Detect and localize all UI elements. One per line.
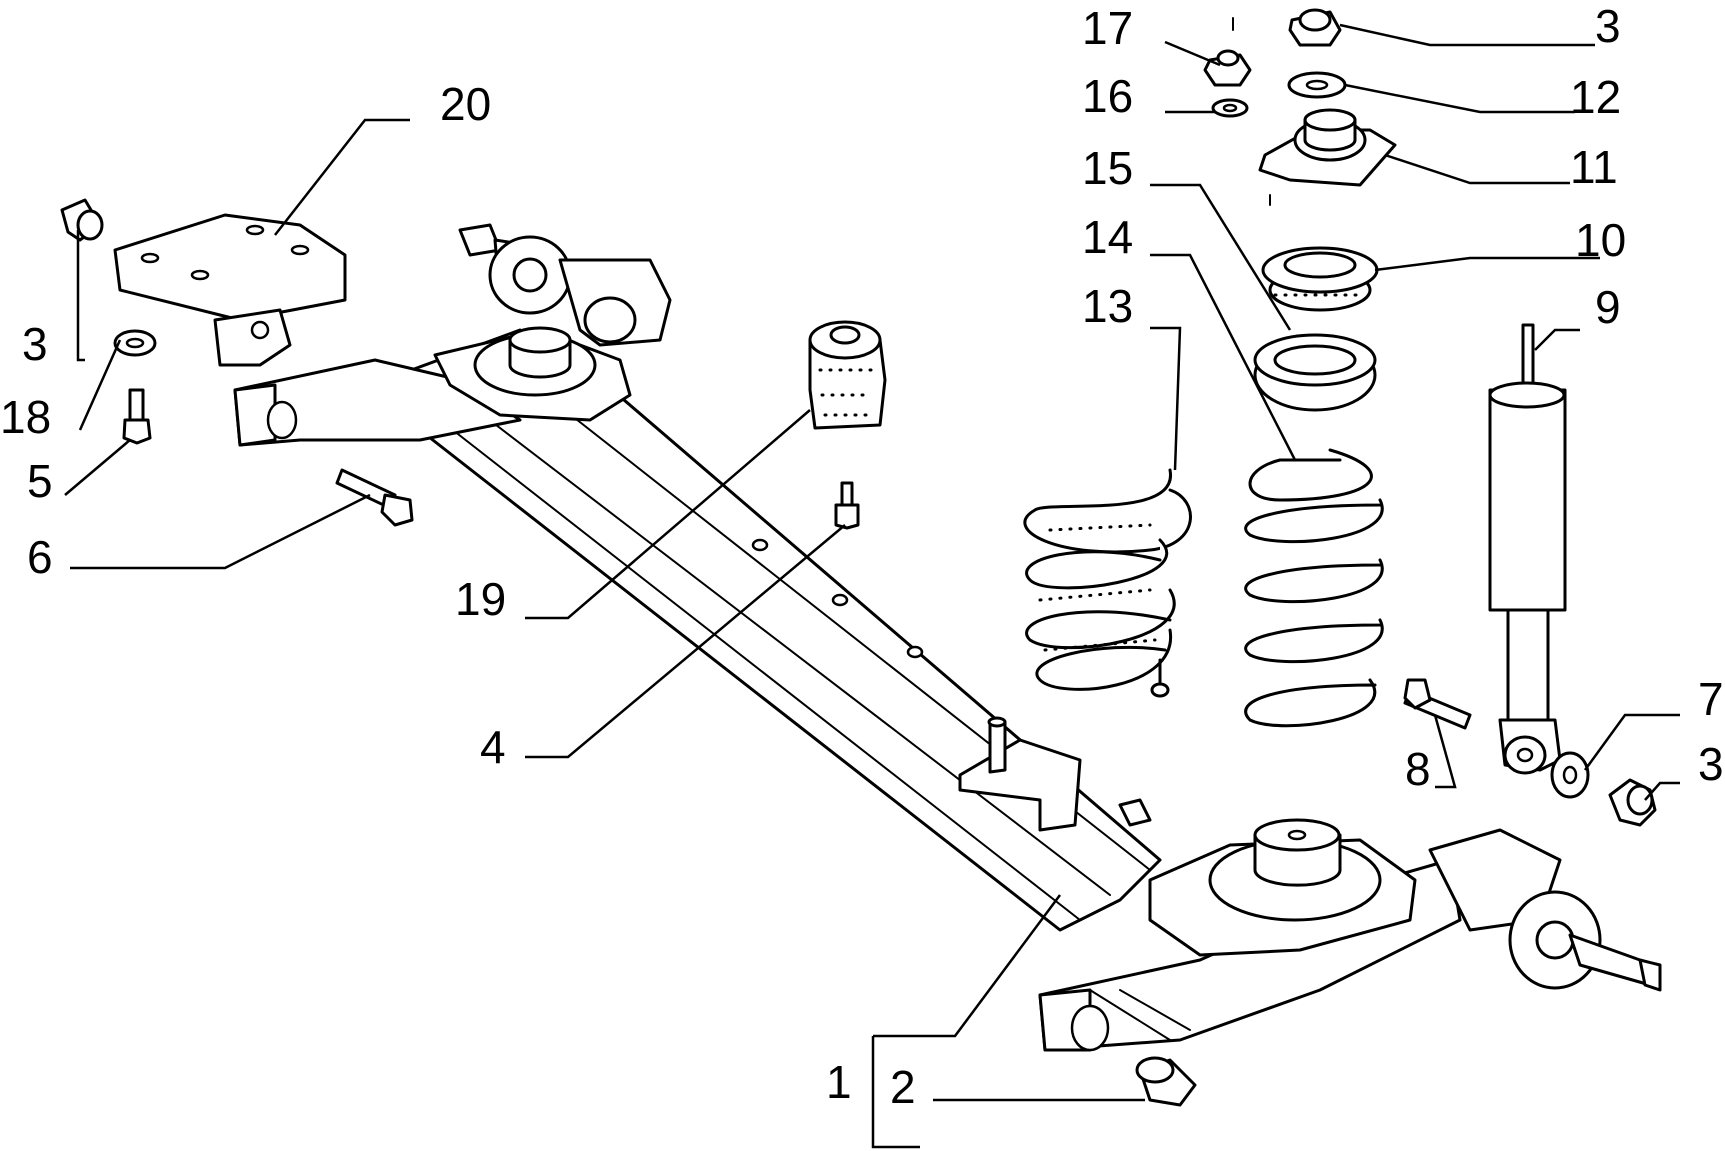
callout-12: 12 (1570, 71, 1621, 123)
spring-pad-10 (1261, 246, 1379, 312)
callout-7: 7 (1698, 673, 1724, 725)
leader-15 (1150, 183, 1292, 331)
washer-12 (1287, 71, 1347, 99)
bush-2 (1135, 1056, 1197, 1107)
center-bracket (958, 716, 1152, 832)
leader-3-right (1644, 781, 1680, 801)
callout-20: 20 (440, 78, 491, 130)
leader-7 (1583, 713, 1680, 771)
leader-6 (70, 493, 371, 570)
leader-lines (64, 23, 1680, 1149)
callout-9: 9 (1595, 281, 1621, 333)
leader-1-bracket (871, 1036, 920, 1149)
leader-17 (1164, 40, 1221, 67)
bolt-5 (122, 388, 152, 445)
leader-11 (1384, 153, 1570, 185)
bolt-6 (335, 468, 414, 527)
nut-17 (1203, 17, 1252, 87)
mounting-bracket (113, 213, 347, 367)
leader-20 (274, 118, 410, 236)
callout-10: 10 (1575, 214, 1626, 266)
washer-18 (113, 329, 157, 357)
washer-16 (1211, 98, 1249, 118)
right-spring-seat (1148, 818, 1417, 957)
leader-19 (525, 409, 811, 620)
leader-12 (1344, 83, 1575, 114)
shock-absorber (1488, 323, 1567, 775)
callout-14: 14 (1082, 211, 1133, 263)
callout-4: 4 (480, 721, 506, 773)
leader-3-top (1339, 23, 1595, 47)
callout-3-left: 3 (22, 318, 48, 370)
leader-14 (1150, 253, 1297, 461)
callout-11: 11 (1570, 141, 1618, 193)
callout-19: 19 (455, 573, 506, 625)
callout-labels: 1 2 3 3 3 4 5 6 7 8 9 10 11 12 13 14 15 … (0, 0, 1724, 1113)
callout-16: 16 (1082, 70, 1133, 122)
spring-seat-15 (1253, 333, 1377, 412)
bolt-4 (834, 481, 860, 530)
coil-spring-14 (1244, 448, 1384, 728)
callout-2: 2 (890, 1061, 916, 1113)
leader-3-left (76, 230, 85, 362)
leader-18 (78, 339, 122, 431)
leader-5 (64, 439, 131, 496)
callout-8: 8 (1405, 743, 1431, 795)
leader-8 (1433, 714, 1457, 789)
leader-4 (525, 524, 846, 759)
callout-3-right: 3 (1698, 738, 1724, 790)
callout-5: 5 (27, 455, 53, 507)
leader-13 (1150, 326, 1182, 471)
leader-1 (873, 894, 1062, 1038)
callout-17: 17 (1082, 2, 1133, 54)
callout-1: 1 (826, 1056, 852, 1108)
bump-stop (808, 320, 887, 430)
callout-6: 6 (27, 531, 53, 583)
nut-3c (1608, 778, 1657, 827)
left-spring-seat (433, 326, 632, 422)
top-mount-11 (1258, 108, 1397, 206)
left-hub (458, 223, 672, 347)
leader-9 (1534, 328, 1580, 351)
callout-15: 15 (1082, 142, 1133, 194)
nut-3b (1288, 8, 1342, 47)
bolt-8 (1403, 678, 1472, 730)
callout-18: 18 (0, 391, 51, 443)
right-hub (1428, 828, 1662, 992)
callout-3-top: 3 (1595, 0, 1621, 52)
washer-7 (1550, 751, 1590, 799)
leader-10 (1374, 256, 1600, 272)
callout-13: 13 (1082, 280, 1133, 332)
nut-3a (60, 198, 104, 242)
coil-spring-13 (1023, 468, 1192, 698)
